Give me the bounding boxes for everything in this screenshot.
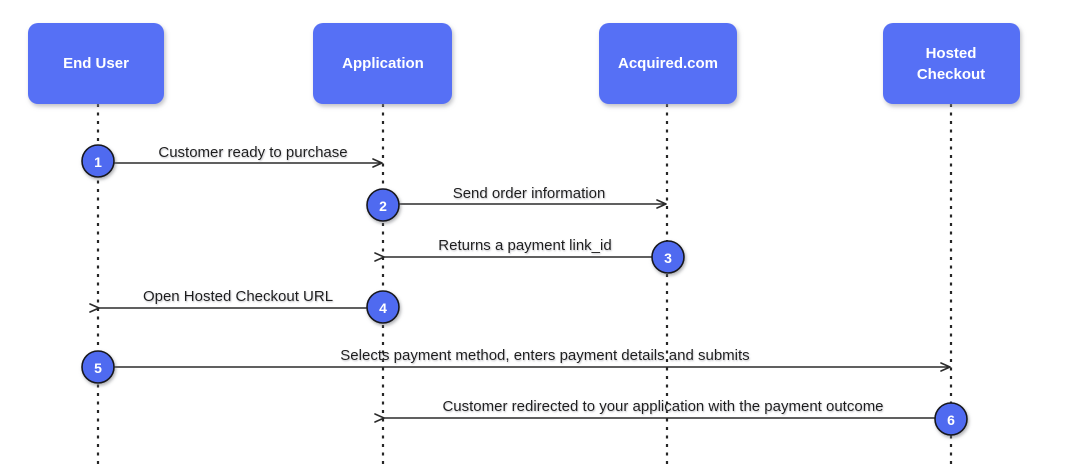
- actor-acquired-com-label: Acquired.com: [618, 55, 718, 72]
- step-marker-5-number: 5: [94, 360, 102, 376]
- actor-end-user-box[interactable]: [28, 23, 164, 104]
- message-1[interactable]: Customer ready to purchase 1: [81, 144, 383, 178]
- actor-acquired-com-box[interactable]: [599, 23, 737, 104]
- message-4-label: Open Hosted Checkout URL: [143, 288, 333, 305]
- message-1-label: Customer ready to purchase: [158, 144, 347, 161]
- actor-end-user-label: End User: [63, 55, 129, 72]
- actor-hosted-checkout-label-line1: Hosted: [926, 45, 977, 62]
- actor-hosted-checkout[interactable]: Hosted Checkout: [883, 23, 1020, 104]
- message-2[interactable]: Send order information 2: [366, 185, 667, 222]
- step-marker-4-number: 4: [379, 300, 387, 316]
- message-4[interactable]: Open Hosted Checkout URL 4: [89, 288, 400, 324]
- step-marker-1[interactable]: [81, 144, 115, 178]
- message-3-label: Returns a payment link_id: [438, 237, 611, 254]
- message-5-label: Selects payment method, enters payment d…: [340, 347, 749, 364]
- step-marker-4[interactable]: [366, 290, 400, 324]
- step-marker-5[interactable]: [81, 350, 115, 384]
- actor-boxes-group: End User Application Acquired.com Hosted…: [28, 23, 1020, 104]
- actor-hosted-checkout-box[interactable]: [883, 23, 1020, 104]
- actor-end-user[interactable]: End User: [28, 23, 164, 104]
- step-marker-3-number: 3: [664, 250, 672, 266]
- step-marker-3[interactable]: [651, 240, 685, 274]
- actor-hosted-checkout-label-line2: Checkout: [917, 66, 985, 83]
- actor-acquired-com[interactable]: Acquired.com: [599, 23, 737, 104]
- message-2-label: Send order information: [453, 185, 606, 202]
- step-marker-1-number: 1: [94, 154, 102, 170]
- message-3[interactable]: Returns a payment link_id 3: [374, 237, 685, 274]
- step-marker-6[interactable]: [934, 402, 968, 436]
- message-5[interactable]: Selects payment method, enters payment d…: [81, 347, 951, 384]
- step-marker-2[interactable]: [366, 188, 400, 222]
- actor-application-label: Application: [342, 55, 424, 72]
- message-6[interactable]: Customer redirected to your application …: [374, 398, 968, 436]
- message-6-label: Customer redirected to your application …: [442, 398, 883, 415]
- actor-application[interactable]: Application: [313, 23, 452, 104]
- step-marker-6-number: 6: [947, 412, 955, 428]
- step-marker-2-number: 2: [379, 198, 387, 214]
- actor-application-box[interactable]: [313, 23, 452, 104]
